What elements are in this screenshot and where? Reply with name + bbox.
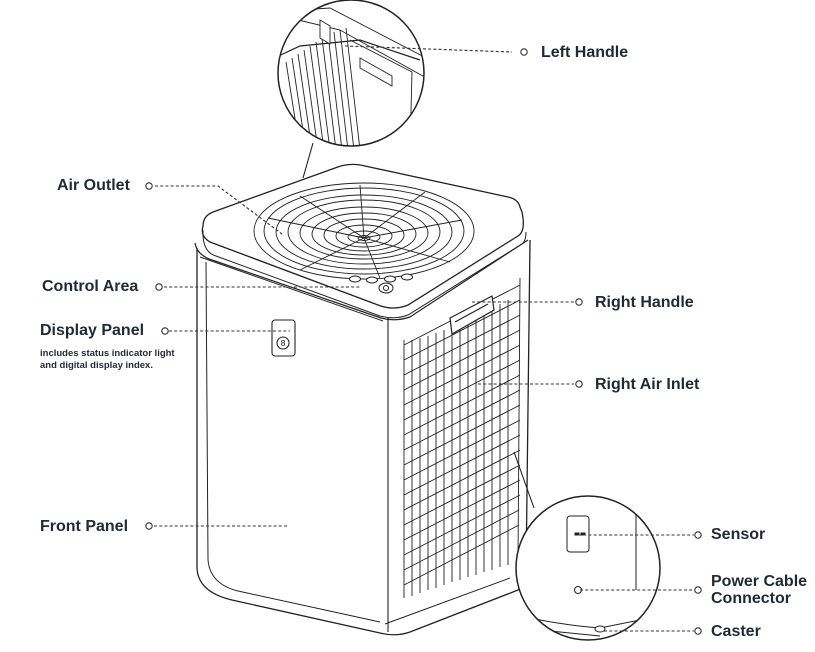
label-sensor: Sensor [711, 526, 766, 543]
label-air-outlet: Air Outlet [57, 177, 130, 194]
label-power-cable-line1: Power Cable [711, 573, 808, 590]
label-left-handle: Left Handle [541, 44, 629, 61]
left-handle-magnifier [277, 0, 425, 147]
air-outlet-grille [253, 182, 475, 280]
svg-text:8: 8 [280, 339, 285, 348]
leader-air-outlet [155, 185, 283, 235]
label-front-panel: Front Panel [40, 518, 129, 535]
rear-detail-magnifier [515, 495, 661, 641]
purifier-body [194, 163, 531, 636]
label-power-cable-line2: Connector [711, 590, 791, 607]
label-right-handle: Right Handle [595, 294, 694, 311]
label-caster: Caster [711, 623, 761, 640]
label-display-panel-note: includes status indicator light and digi… [40, 348, 175, 371]
leader-left-handle [344, 45, 513, 53]
right-handle-graphic [449, 295, 495, 335]
label-right-air-inlet: Right Air Inlet [595, 376, 700, 393]
leader-endpoints [145, 48, 702, 635]
leader-lines [154, 45, 694, 632]
label-control-area: Control Area [42, 278, 139, 295]
label-display-panel: Display Panel [40, 322, 145, 339]
control-buttons [349, 273, 413, 294]
display-panel-graphic: 8 [271, 319, 296, 357]
right-air-inlet-grille [403, 277, 521, 598]
